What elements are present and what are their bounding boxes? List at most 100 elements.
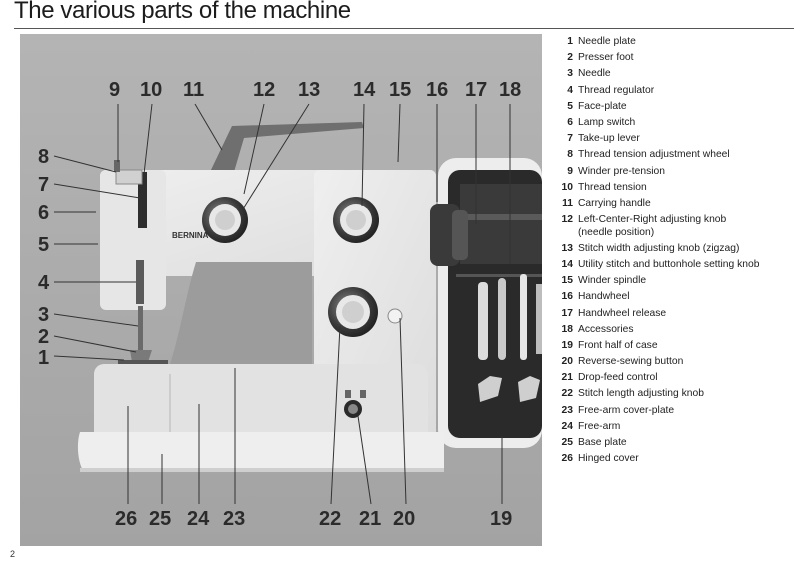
part-name: Thread tension adjustment wheel (578, 149, 730, 161)
stitch-length-knob (328, 287, 378, 337)
part-item: 19 Front half of case (553, 340, 793, 353)
part-item: 26 Hinged cover (553, 453, 793, 466)
part-item: 24 Free-arm (553, 421, 793, 434)
part-item: 6 Lamp switch (553, 117, 793, 130)
callout-23: 23 (223, 508, 245, 530)
callout-3: 3 (38, 304, 49, 326)
callout-19: 19 (490, 508, 512, 530)
part-number: 2 (567, 52, 573, 64)
machine-body: BERNINA (77, 160, 468, 472)
part-number: 20 (561, 356, 573, 368)
part-name: Thread tension (578, 181, 647, 193)
reverse-sewing-button-graphic (387, 308, 403, 324)
part-item: 22 Stitch length adjusting knob (553, 388, 793, 401)
part-name: Needle plate (578, 36, 636, 47)
part-name: Needle (578, 68, 611, 80)
part-name: Handwheel release (578, 307, 667, 319)
part-name: Handwheel (578, 291, 630, 303)
callout-10: 10 (140, 79, 162, 101)
callout-16: 16 (426, 79, 448, 101)
part-name: Lamp switch (578, 116, 636, 128)
part-name: Stitch width adjusting knob (zigzag) (578, 242, 740, 254)
part-number: 8 (567, 149, 573, 161)
leader-lines (53, 103, 511, 505)
part-name: Presser foot (578, 52, 634, 64)
carrying-handle (210, 122, 364, 172)
part-number: 11 (562, 197, 573, 209)
title-divider (14, 28, 794, 29)
callout-12: 12 (253, 79, 275, 101)
part-item: 21 Drop-feed control (553, 372, 793, 385)
part-number: 14 (561, 258, 573, 270)
part-number: 17 (561, 307, 573, 319)
callout-14: 14 (353, 79, 376, 101)
callout-22: 22 (319, 508, 341, 530)
part-number: 21 (561, 372, 573, 384)
part-name: Base plate (578, 437, 627, 448)
part-name: Stitch length adjusting knob (578, 388, 704, 400)
part-number: 24 (561, 420, 573, 432)
part-item: 2 Presser foot (553, 52, 793, 65)
callouts: 9 10 11 12 13 14 15 16 17 18 8 7 6 5 4 3… (38, 79, 521, 530)
callout-8: 8 (38, 146, 49, 168)
callout-20: 20 (393, 508, 415, 530)
part-name: Drop-feed control (578, 372, 658, 384)
part-number: 13 (561, 242, 573, 254)
accessory-case (438, 158, 542, 448)
page-number: 2 (10, 549, 16, 559)
part-name: Free-arm (578, 420, 621, 432)
callout-6: 6 (38, 202, 49, 224)
drop-feed-control-graphic (344, 390, 366, 418)
part-name: Face-plate (578, 100, 627, 112)
part-item: 16 Handwheel (553, 291, 793, 304)
callout-9: 9 (109, 79, 120, 101)
stitch-width-knob (333, 197, 379, 243)
part-name: Utility stitch and buttonhole setting kn… (578, 258, 760, 270)
part-number: 25 (561, 437, 573, 448)
machine-photo: BERNINA (20, 34, 542, 546)
part-number: 6 (567, 116, 573, 128)
callout-18: 18 (499, 79, 521, 101)
callout-7: 7 (38, 174, 49, 196)
part-name: Carrying handle (578, 197, 651, 209)
callout-26: 26 (115, 508, 137, 530)
part-name: Free-arm cover-plate (578, 404, 675, 416)
part-number: 15 (561, 275, 573, 287)
part-name: Front half of case (578, 339, 658, 351)
part-number: 9 (567, 165, 573, 177)
part-number: 18 (561, 323, 573, 335)
callout-25: 25 (149, 508, 171, 530)
part-number: 3 (567, 68, 573, 80)
callout-4: 4 (38, 272, 50, 294)
part-item: 8 Thread tension adjustment wheel (553, 149, 793, 162)
part-name: Take-up lever (578, 133, 640, 145)
part-name: Hinged cover (578, 453, 639, 465)
part-number: 7 (567, 133, 573, 145)
part-name: Winder spindle (578, 275, 647, 287)
part-item: 14 Utility stitch and buttonhole setting … (553, 259, 793, 272)
part-number: 5 (567, 100, 573, 112)
part-name: Left-Center-Right adjusting knob (needle… (578, 214, 727, 238)
part-name: Thread regulator (578, 84, 655, 96)
brand-label: BERNINA (172, 231, 209, 240)
part-number: 16 (561, 291, 573, 303)
part-item: 4 Thread regulator (553, 85, 793, 98)
part-item: 11 Carrying handle (553, 198, 793, 211)
callout-1: 1 (38, 347, 49, 369)
part-number: 22 (561, 388, 573, 400)
page-title: The various parts of the machine (14, 0, 351, 24)
part-item: 5 Face-plate (553, 101, 793, 114)
part-number: 4 (567, 84, 573, 96)
part-number: 26 (561, 453, 573, 465)
callout-15: 15 (389, 79, 411, 101)
part-item: 13 Stitch width adjusting knob (zigzag) (553, 243, 793, 256)
needle-position-knob (202, 197, 248, 243)
part-name: Accessories (578, 323, 634, 335)
part-number: 19 (561, 339, 573, 351)
